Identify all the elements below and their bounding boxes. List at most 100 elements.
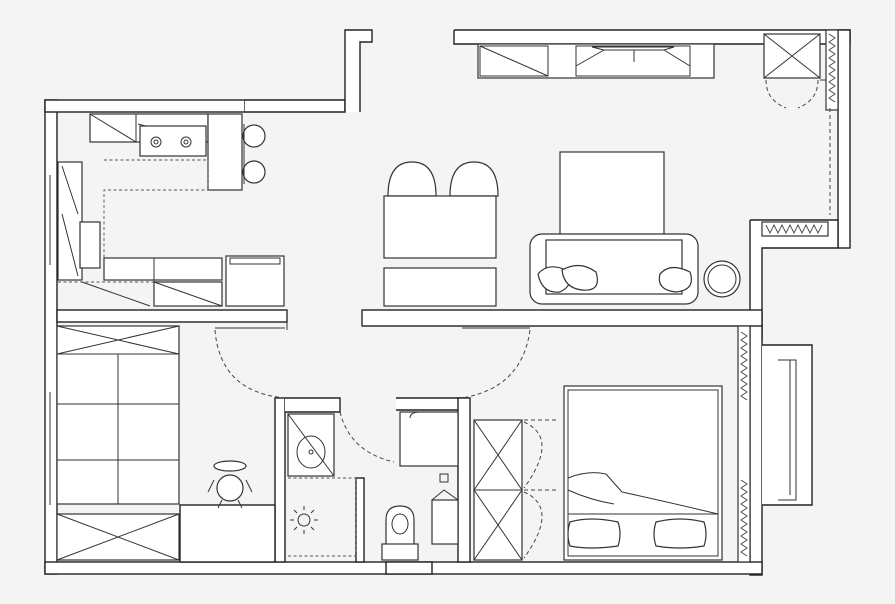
tv-light-left [575,49,605,67]
kitchen [57,113,285,307]
lower-cab-x [81,281,151,307]
toilet-bowl [385,505,415,547]
door-bedroom-swing [461,329,531,399]
entry-door-swing-1 [765,79,787,109]
desk-chair-back [213,460,247,472]
wall-top-mid [245,99,346,113]
burner-2-inner [183,139,189,145]
toilet-tank [381,543,419,561]
wall-left [44,99,58,575]
rug [559,151,665,239]
floor-drain [439,473,449,483]
wall-bath-top-right [396,397,467,411]
chair-arm-2 [245,479,253,493]
balcony-rail [762,344,813,506]
burner-1-inner [153,139,159,145]
countertop-outline [103,159,222,259]
study [56,325,253,561]
toilet-seat [391,513,409,535]
radiator-coil-1 [740,331,748,401]
burner-2 [180,136,192,148]
wardrobe-top-x2 [56,325,180,355]
living [529,151,741,305]
basin-drain [308,449,314,455]
wall-bath-mid [355,477,365,563]
bath-washer-lid [409,411,440,419]
dining [383,161,499,307]
bedroom [473,385,723,561]
dining-chair-2 [449,161,499,197]
wall-living-bedroom [361,309,763,327]
entry-cabinet-x2 [763,33,821,79]
cushion-2 [561,264,598,291]
balcony-rail-frame [778,359,797,501]
cabinet-x1 [89,113,137,143]
walls [44,29,851,576]
tv-light-right [663,49,691,67]
bed-frame [567,389,719,557]
tv-cabinet-left [479,45,549,77]
left-counter-x2 [61,213,79,277]
wardrobe-x2 [473,419,523,491]
chair-leg-2 [237,499,243,509]
radiator-coil-2 [740,479,748,557]
wall-bottom-door [385,561,433,575]
wall-right-lower [749,324,763,576]
bar-stool-1 [242,124,266,148]
balcony [737,29,839,563]
entry [763,33,831,215]
study-desk-block [179,504,276,563]
side-table [703,260,741,298]
left-counter [57,161,83,281]
wardrobe-door-1 [523,421,543,489]
blanket-fold [567,472,719,515]
desk-chair-seat [216,474,244,502]
pillow-1 [567,518,621,549]
tv-cabinet [477,43,715,79]
wall-bath-top-left [285,397,341,413]
chair-arm-1 [207,479,215,493]
wall-chimney [344,29,373,112]
chair-leg-1 [217,499,223,509]
side-table-inner [707,264,737,294]
shower-tray [288,478,357,557]
radiator-coil-3 [828,33,836,103]
stove [139,125,207,157]
wall-right-upper [837,29,851,249]
pillow-2 [653,518,707,549]
wall-kitchen-study [56,309,288,323]
washer-top [229,257,281,265]
tv-cabinet-left-x [479,45,549,77]
wall-bath-right [457,397,471,563]
radiator-coil-4 [765,223,823,235]
sink [79,221,101,269]
vanity-x [287,413,335,477]
bar-stool-2 [242,160,266,184]
wall-step-upper [749,219,839,341]
wardrobe-x4 [473,489,523,561]
bath-cabinet-top [431,489,459,501]
door-bath-swing [339,411,395,463]
left-counter-x1 [61,165,79,215]
dining-bench [383,267,497,307]
study-cabinet-x2 [56,513,180,561]
shower-head [297,513,311,527]
tv-cabinet-mid [575,45,691,77]
kitchen-island [207,113,243,191]
cushion-3 [658,266,692,293]
bath-cabinet [431,499,459,545]
blanket-edge [567,489,615,505]
bathroom [287,411,459,561]
dining-chair-1 [387,161,437,197]
entry-door-swing-2 [797,79,819,109]
dishwasher-x [153,281,223,307]
tv-wall [477,43,715,79]
wardrobe-door-2 [523,491,543,559]
bath-washer [399,411,459,467]
basin [296,435,326,469]
radiator-entry [825,29,839,111]
shower-spray [290,506,318,534]
wall-bath-left [274,397,286,563]
radiator-bedroom [737,325,751,563]
